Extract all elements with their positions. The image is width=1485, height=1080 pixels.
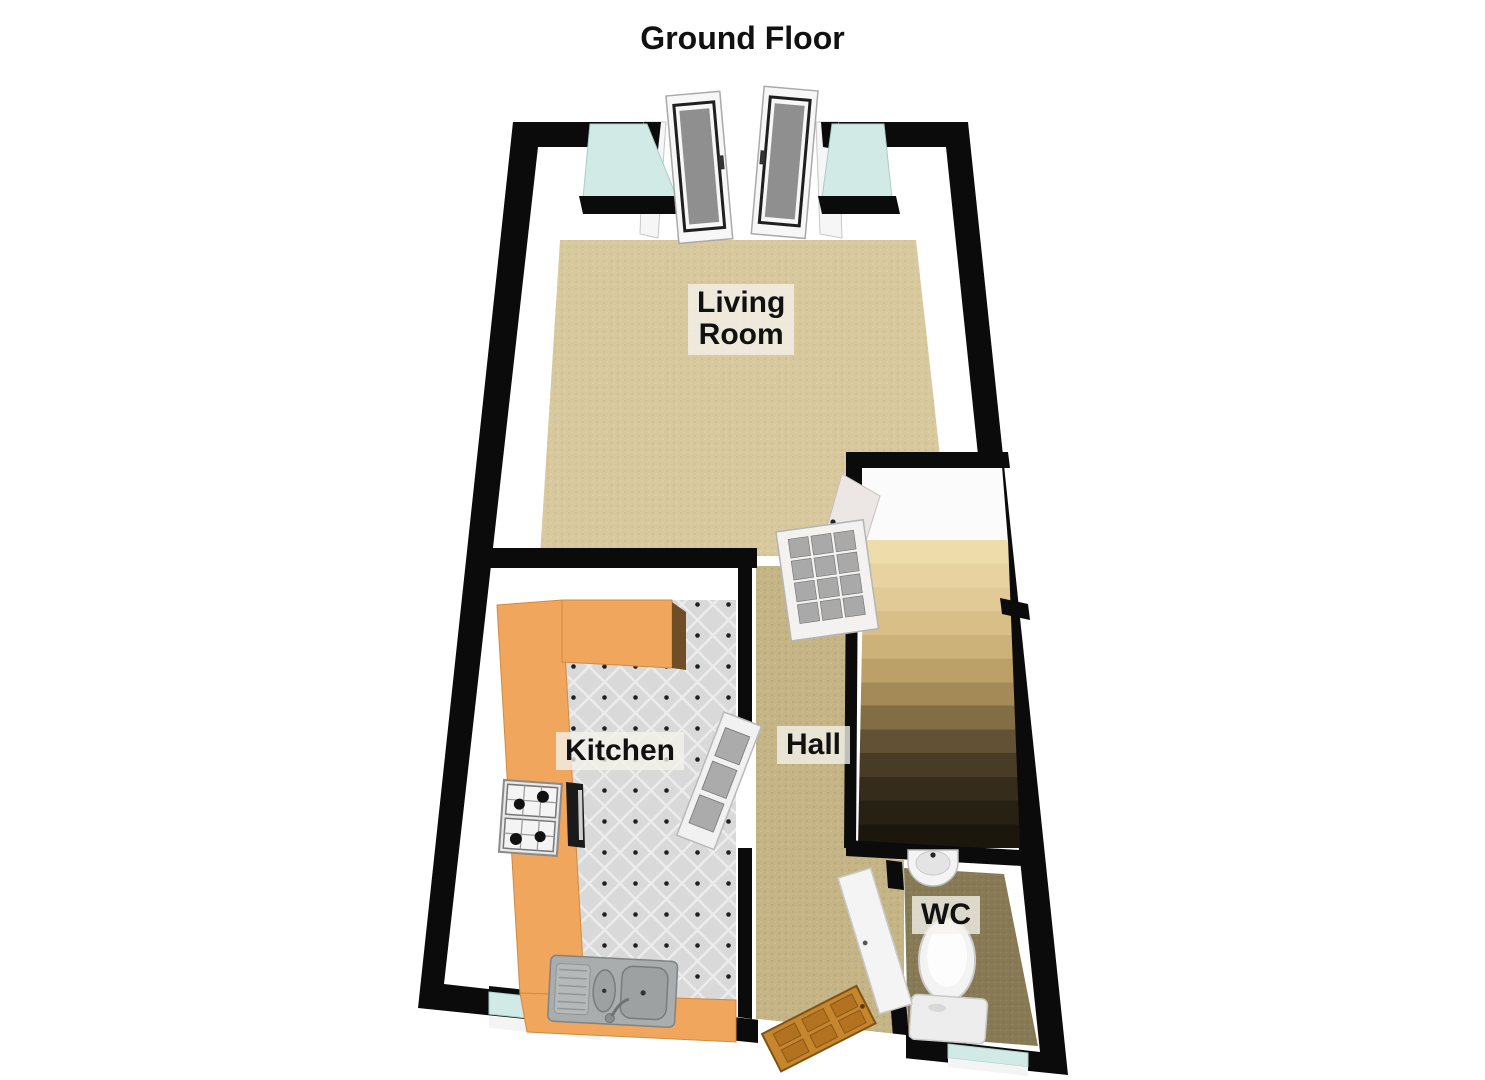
window-top-right xyxy=(818,123,900,214)
kitchen-sink xyxy=(547,954,679,1029)
page-title: Ground Floor xyxy=(640,20,845,56)
stair-top-wall xyxy=(846,452,1010,468)
living-room-label-line2: Room xyxy=(698,318,784,352)
wc-left-wall-upper xyxy=(886,860,904,890)
french-door-left xyxy=(665,90,734,245)
staircase xyxy=(858,466,1020,848)
wc-door xyxy=(837,867,913,1015)
wc-window xyxy=(947,1043,1029,1076)
oven xyxy=(566,782,585,848)
wc-label: WC xyxy=(912,896,980,935)
kitchen-hall-wall-lower xyxy=(738,848,752,1019)
living-room-label: Living Room xyxy=(688,284,795,355)
kitchen-floor xyxy=(562,600,736,1002)
kitchen-label: Kitchen xyxy=(556,732,685,771)
stair-right-stub-wall xyxy=(1000,598,1030,620)
french-door-right xyxy=(750,85,819,240)
glazed-hall-door xyxy=(775,518,880,642)
window-top-left xyxy=(579,123,685,214)
kitchen-top-wall xyxy=(486,548,757,568)
stair-landing xyxy=(862,466,1008,542)
front-door xyxy=(760,984,877,1073)
counter-top-side-face xyxy=(672,602,686,670)
kitchen-door xyxy=(675,711,763,851)
living-room-label-line1: Living xyxy=(697,286,786,319)
kitchen-hob xyxy=(497,778,563,857)
toilet xyxy=(908,918,989,1045)
kitchen-hall-wall-upper xyxy=(738,560,752,722)
wash-basin xyxy=(907,849,959,887)
stair-steps xyxy=(858,540,1020,848)
hall-label: Hall xyxy=(777,726,851,765)
stair-left-wall-lower xyxy=(844,564,858,848)
living-room-floor xyxy=(540,240,940,556)
counter-top-run xyxy=(561,599,673,669)
